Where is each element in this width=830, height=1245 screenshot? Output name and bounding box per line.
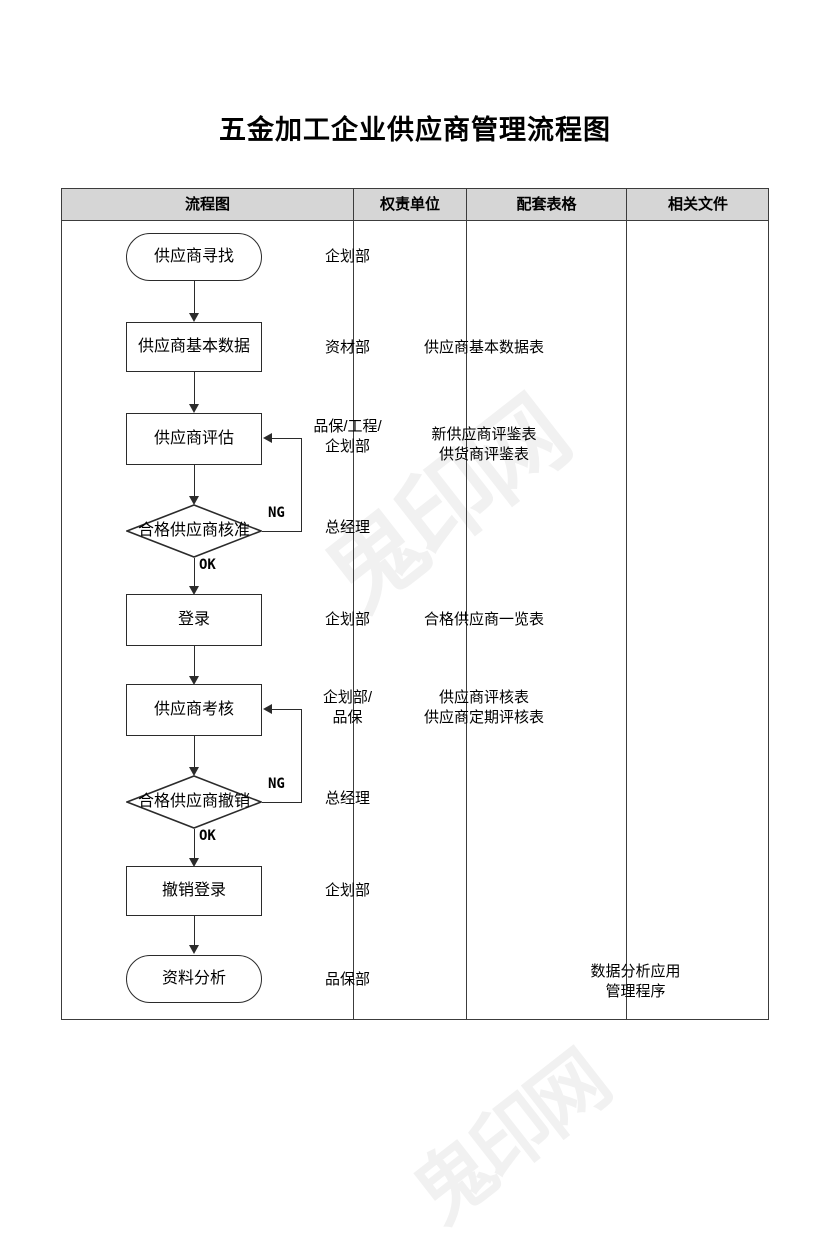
edge-label-ok-1: OK (199, 557, 216, 573)
cell-form-2: 供应商基本数据表 (423, 339, 544, 356)
ng-loop-1-horizontal-out (262, 531, 302, 532)
flow-node-label: 合格供应商撤销 (137, 792, 250, 810)
edge-label-ng-1: NG (268, 505, 285, 521)
ng-loop-1-horizontal-in (272, 438, 302, 439)
cell-responsible-9: 品保部 (324, 971, 370, 988)
flow-node-revoke-registration[interactable]: 撤销登录 (126, 866, 262, 916)
connector-n8-n9 (194, 916, 195, 949)
arrowhead-n1-n2 (189, 313, 199, 322)
flow-node-qualified-supplier-revocation[interactable]: 合格供应商撤销 (126, 775, 262, 829)
cell-responsible-7: 总经理 (324, 790, 370, 807)
edge-label-ng-2: NG (268, 776, 285, 792)
flow-node-label: 供应商考核 (153, 700, 234, 718)
flow-node-qualified-supplier-approval[interactable]: 合格供应商核准 (126, 504, 262, 558)
diamond-shape-icon (126, 775, 262, 829)
table-header-forms: 配套表格 (466, 189, 626, 221)
ng-loop-1-vertical (301, 438, 302, 531)
arrowhead-ng-loop-1 (263, 433, 272, 443)
flow-node-label: 撤销登录 (161, 881, 226, 899)
cell-responsible-8: 企划部 (324, 882, 370, 899)
table-header-documents: 相关文件 (626, 189, 769, 221)
edge-label-ok-2: OK (199, 828, 216, 844)
diamond-shape-icon (126, 504, 262, 558)
flow-node-supplier-assessment[interactable]: 供应商考核 (126, 684, 262, 736)
arrowhead-n2-n3 (189, 404, 199, 413)
cell-responsible-3: 品保/工程/ 企划部 (313, 418, 382, 456)
cell-responsible-6: 企划部/ 品保 (322, 689, 373, 727)
flow-node-supplier-search[interactable]: 供应商寻找 (126, 233, 262, 281)
connector-n5-n6 (194, 646, 195, 680)
flow-node-register[interactable]: 登录 (126, 594, 262, 646)
arrowhead-ng-loop-2 (263, 704, 272, 714)
cell-form-5: 合格供应商一览表 (423, 611, 544, 628)
column-divider-2 (466, 221, 467, 1019)
connector-n7-n8 (194, 829, 195, 862)
arrowhead-n5-n6 (189, 676, 199, 685)
cell-responsible-4: 总经理 (324, 519, 370, 536)
connector-n1-n2 (194, 281, 195, 317)
arrowhead-n3-n4 (189, 496, 199, 505)
connector-n4-n5 (194, 558, 195, 590)
column-divider-1 (353, 221, 354, 1019)
flow-node-label: 供应商基本数据 (137, 337, 250, 355)
connector-n3-n4 (194, 465, 195, 500)
ng-loop-2-horizontal-out (262, 802, 302, 803)
cell-form-6: 供应商评核表 供应商定期评核表 (423, 689, 544, 727)
arrowhead-n7-n8 (189, 858, 199, 867)
arrowhead-n8-n9 (189, 945, 199, 954)
column-divider-3 (626, 221, 627, 1019)
cell-responsible-5: 企划部 (324, 611, 370, 628)
arrowhead-n6-n7 (189, 767, 199, 776)
flow-node-label: 资料分析 (161, 969, 226, 987)
flow-node-label: 供应商寻找 (153, 247, 234, 265)
connector-n2-n3 (194, 372, 195, 408)
flow-node-label: 供应商评估 (153, 429, 234, 447)
cell-responsible-2: 资材部 (324, 339, 370, 356)
page-title: 五金加工企业供应商管理流程图 (219, 115, 611, 145)
flow-diagram: 供应商寻找 供应商基本数据 供应商评估 合格供应商核准 NG OK 登录 供应商… (126, 233, 302, 1003)
table-header-responsible: 权责单位 (353, 189, 466, 221)
table-header-flow: 流程图 (184, 196, 230, 213)
connector-n6-n7 (194, 736, 195, 771)
ng-loop-2-horizontal-in (272, 709, 302, 710)
cell-responsible-1: 企划部 (324, 248, 370, 265)
ng-loop-2-vertical (301, 709, 302, 802)
cell-document-9: 数据分析应用 管理程序 (590, 963, 681, 1001)
cell-form-3: 新供应商评鉴表 供货商评鉴表 (431, 426, 537, 464)
arrowhead-n4-n5 (189, 586, 199, 595)
table-header-row: 流程图 权责单位 配套表格 相关文件 (62, 189, 768, 221)
flowchart-table: 流程图 权责单位 配套表格 相关文件 (61, 188, 769, 1020)
flow-node-supplier-evaluation[interactable]: 供应商评估 (126, 413, 262, 465)
flow-node-label: 登录 (177, 610, 210, 628)
flow-node-supplier-basic-data[interactable]: 供应商基本数据 (126, 322, 262, 372)
flow-node-data-analysis[interactable]: 资料分析 (126, 955, 262, 1003)
flow-node-label: 合格供应商核准 (137, 521, 250, 539)
